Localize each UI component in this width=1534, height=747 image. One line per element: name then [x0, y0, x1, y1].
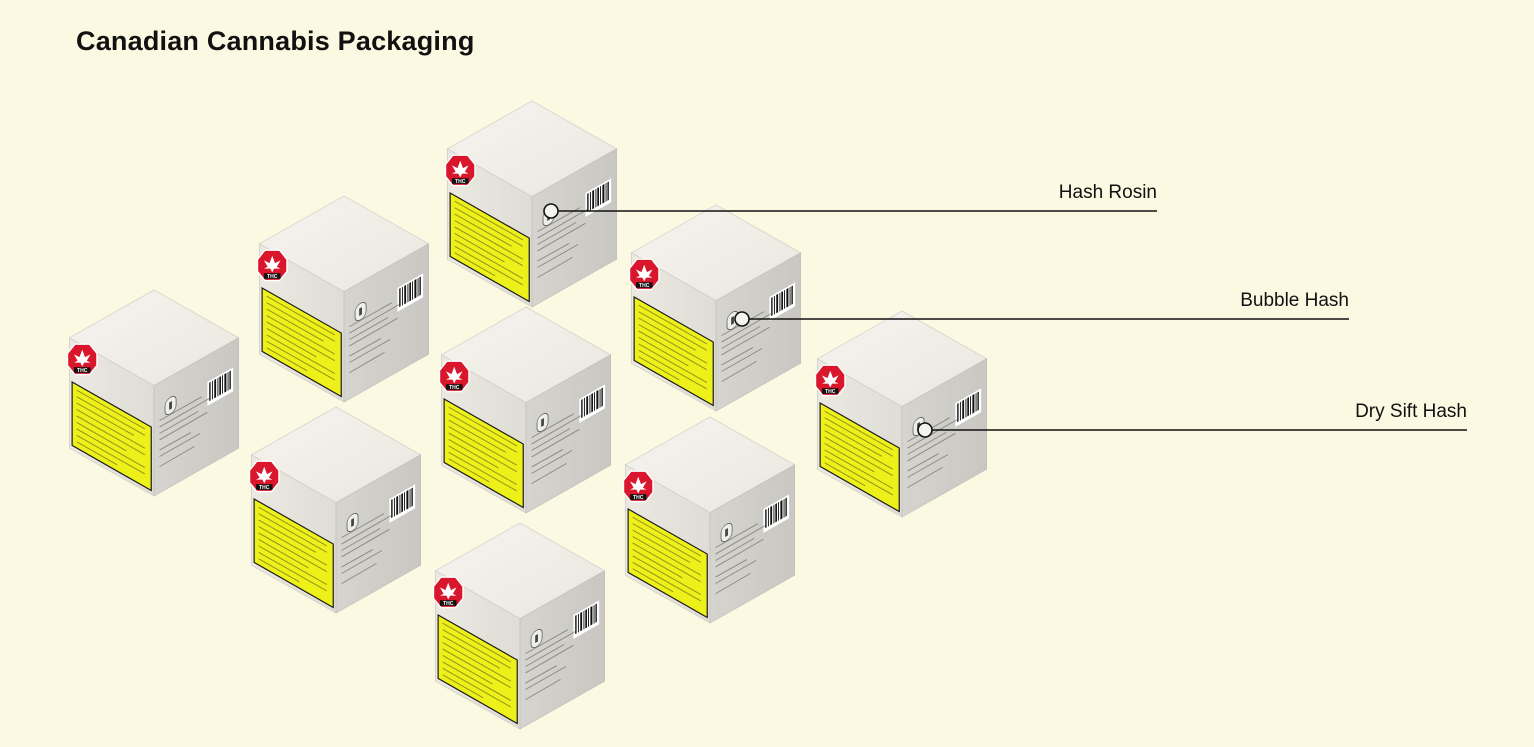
box-far-left: [66, 289, 240, 497]
box-center: [438, 306, 612, 514]
callout-marker: [734, 311, 750, 327]
callout-marker: [543, 203, 559, 219]
box-hash-rosin: [444, 100, 618, 308]
box-left-top: [256, 195, 430, 403]
callout-label-dry-sift-hash: Dry Sift Hash: [1355, 401, 1467, 422]
box-right-bottom: [622, 416, 796, 624]
callout-hash-rosin: Hash Rosin: [543, 182, 1157, 219]
box-left-bottom: [248, 406, 422, 614]
page-title: Canadian Cannabis Packaging: [76, 26, 475, 56]
box-dry-sift-hash: [814, 310, 988, 518]
box-bubble-hash: [628, 204, 802, 412]
callout-label-hash-rosin: Hash Rosin: [1059, 182, 1157, 203]
callout-label-bubble-hash: Bubble Hash: [1240, 290, 1349, 311]
box-bottom: [432, 522, 606, 730]
callout-bubble-hash: Bubble Hash: [734, 290, 1349, 327]
callout-dry-sift-hash: Dry Sift Hash: [917, 401, 1467, 438]
callout-marker: [917, 422, 933, 438]
